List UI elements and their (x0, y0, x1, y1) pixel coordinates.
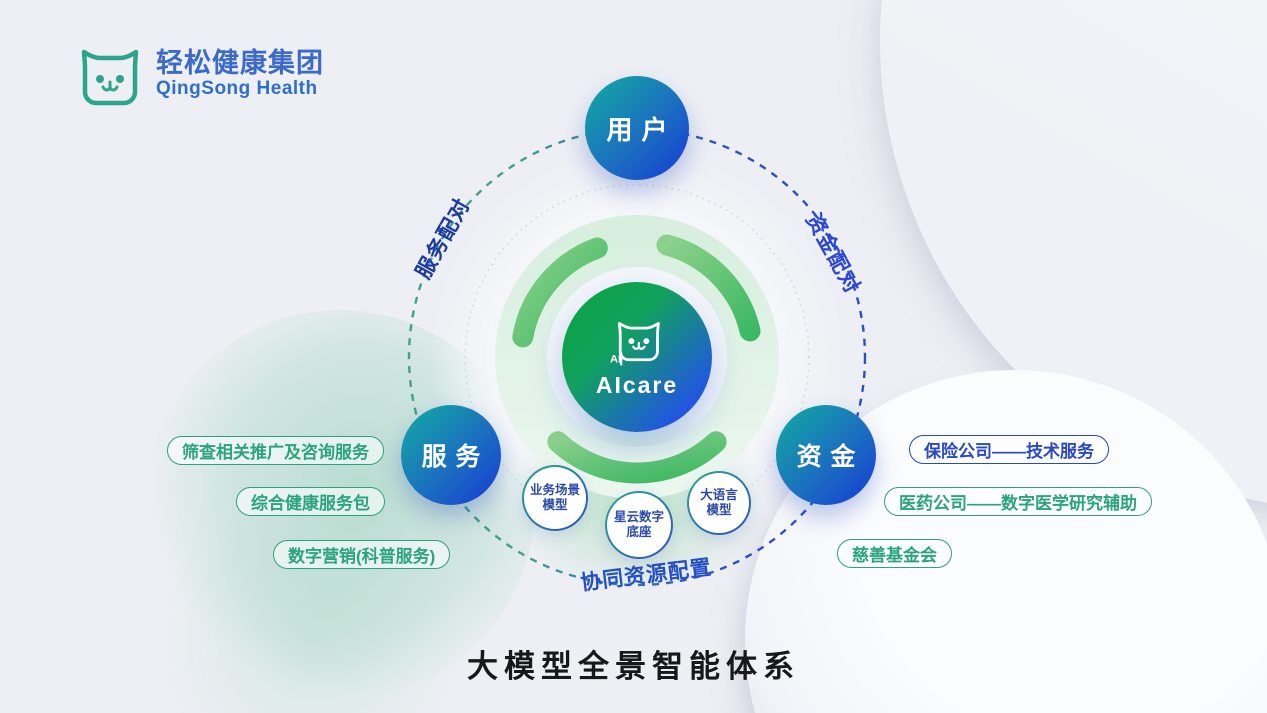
orbit-dashed-circle (407, 127, 867, 587)
ai-product-name: AIcare (595, 371, 679, 398)
arc-segment-topleft (512, 237, 608, 348)
service-pill-digital-marketing: 数字营销(科普服务) (273, 540, 451, 569)
module-business-scenario-model: 业务场景 模型 (522, 465, 588, 531)
brand-logo: 轻松健康集团 QingSong Health (76, 48, 324, 108)
service-pill-screening: 筛查相关推广及咨询服务 (167, 436, 384, 465)
module-line: 星云数字 (613, 510, 664, 524)
node-funds: 资金 (776, 405, 876, 505)
module-line: 模型 (706, 503, 732, 517)
funding-pill-pharma: 医药公司——数字医学研究辅助 (884, 487, 1152, 516)
node-users: 用户 (585, 76, 689, 180)
ai-core-circle: AI AIcare (562, 282, 712, 432)
page-title: 大模型全景智能体系 (467, 649, 800, 684)
module-line: 底座 (626, 525, 652, 539)
ai-cat-icon: AI (610, 321, 660, 365)
cat-logo-icon (81, 49, 139, 106)
module-llm: 大语言 模型 (687, 471, 751, 535)
module-line: 业务场景 (529, 483, 580, 497)
funding-pill-insurance: 保险公司——技术服务 (909, 435, 1109, 464)
funding-pill-charity: 慈善基金会 (837, 539, 952, 568)
service-pill-health-package: 综合健康服务包 (236, 487, 385, 516)
arc-segment-topright (656, 234, 761, 342)
brand-text: 轻松健康集团 QingSong Health (156, 48, 324, 100)
brand-name-en: QingSong Health (156, 78, 318, 100)
module-line: 大语言 (700, 488, 738, 502)
arc-segment-bottom (547, 431, 727, 484)
dotted-guide-circle (464, 184, 810, 530)
ai-badge: AI (610, 353, 621, 365)
node-services: 服务 (401, 405, 501, 505)
module-nebula-digital-base: 星云数字 底座 (605, 491, 673, 559)
brand-name-cn: 轻松健康集团 (156, 48, 324, 78)
module-line: 模型 (542, 498, 568, 512)
